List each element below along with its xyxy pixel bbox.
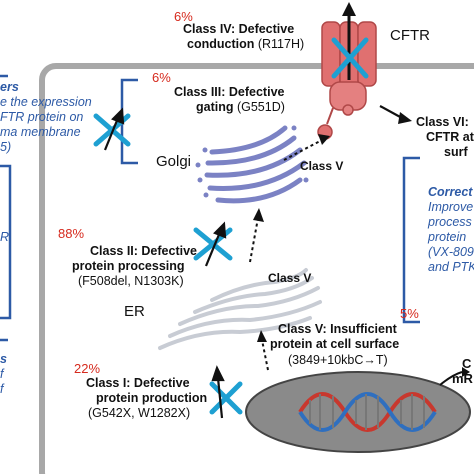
- golgi-organelle: [195, 125, 309, 204]
- cftr-label: CFTR: [390, 27, 430, 44]
- class6-line3-text: surf: [444, 145, 468, 159]
- class3-line2: gating: [196, 100, 234, 114]
- class3-percent: 6%: [152, 70, 171, 85]
- class2-line2-text: protein processing: [72, 259, 185, 273]
- left-top-line4: ma membrane: [0, 125, 81, 139]
- class5-percent: 5%: [400, 306, 419, 321]
- class6-title-text: Class VI:: [416, 115, 469, 129]
- cell-membrane: [39, 63, 474, 474]
- er-organelle: [158, 268, 322, 350]
- class3-mutation: (G551D): [233, 100, 285, 114]
- class5-mutation: (3849+10kbC→T): [288, 353, 388, 367]
- class1-percent: 22%: [74, 361, 101, 376]
- dna-helix-icon: [298, 392, 437, 432]
- transport-arrows: [103, 107, 227, 419]
- correctors-line1: Improve: [428, 200, 474, 214]
- left-top-line3: FTR protein on: [0, 110, 84, 124]
- class5-upper-label: Class V: [300, 159, 344, 173]
- correctors-line5: and PTK: [428, 260, 474, 274]
- class1-title: Class I: Defective: [86, 376, 190, 390]
- class5-lower-label: Class V: [268, 271, 312, 285]
- golgi-label: Golgi: [156, 153, 192, 170]
- nucleus-text-1: C: [462, 356, 472, 371]
- class4-mutation: (R117H): [254, 37, 305, 51]
- left-top-title: ers: [0, 80, 19, 94]
- class6-line2-text: CFTR at: [426, 130, 474, 144]
- class1-line2: protein production: [96, 391, 207, 405]
- correctors-line2: process: [428, 215, 472, 229]
- class4-desc: conduction (R117H): [187, 37, 304, 51]
- nucleus: [245, 371, 471, 453]
- nucleus-text-2: mR: [452, 371, 473, 386]
- left-top-line2: e the expression: [0, 95, 92, 109]
- class2-percent: 88%: [58, 226, 85, 241]
- er-label: ER: [124, 303, 145, 320]
- class4-title-text: Class IV: Defective: [183, 22, 295, 36]
- class5-title-text: Class V: Insufficient: [278, 322, 397, 336]
- class4-line2: conduction: [187, 37, 255, 51]
- cross-icon: [209, 381, 243, 415]
- corrector-bracket: [402, 156, 420, 324]
- left-bottom-line2: f: [0, 367, 4, 381]
- class6-line2: CFTR at: [426, 130, 474, 144]
- class4-percent: 6%: [174, 9, 193, 24]
- class6-line3: surf: [444, 145, 468, 159]
- class2-mutation: (F508del, N1303K): [78, 274, 184, 288]
- class1-mutation: (G542X, W1282X): [88, 406, 191, 420]
- class5-line2: protein at cell surface: [270, 337, 399, 351]
- left-top-line5: 5): [0, 140, 12, 154]
- class2-line2: protein processing: [72, 259, 185, 273]
- class3-title: Class III: Defective: [174, 85, 284, 99]
- class2-title-text: Class II: Defective: [90, 244, 197, 258]
- correctors-line4: (VX-809: [428, 245, 474, 259]
- left-mid-text: R: [0, 230, 10, 244]
- class4-title: Class IV: Defective: [183, 22, 294, 36]
- class5-title: Class V: Insufficient: [278, 322, 397, 336]
- left-bottom-line1: s: [0, 352, 7, 366]
- class3-title-text: Class III: Defective: [174, 85, 285, 99]
- correctors-title: Correct: [428, 185, 473, 199]
- class2-title: Class II: Defective: [90, 244, 197, 258]
- mrna-arrow: [439, 371, 463, 386]
- left-bottom-line3: f: [0, 382, 4, 396]
- class1-title-text: Class I: Defective: [86, 376, 190, 390]
- cross-icon: [331, 37, 369, 79]
- left-mid-bracket: [0, 164, 12, 320]
- class1-line2-text: protein production: [96, 391, 208, 405]
- class5-arrows: [249, 139, 323, 371]
- correctors-line3: protein: [428, 230, 467, 244]
- class5-line2-text: protein at cell surface: [270, 337, 400, 351]
- class3-desc: gating (G551D): [196, 100, 285, 114]
- class6-title: Class VI:: [416, 115, 469, 129]
